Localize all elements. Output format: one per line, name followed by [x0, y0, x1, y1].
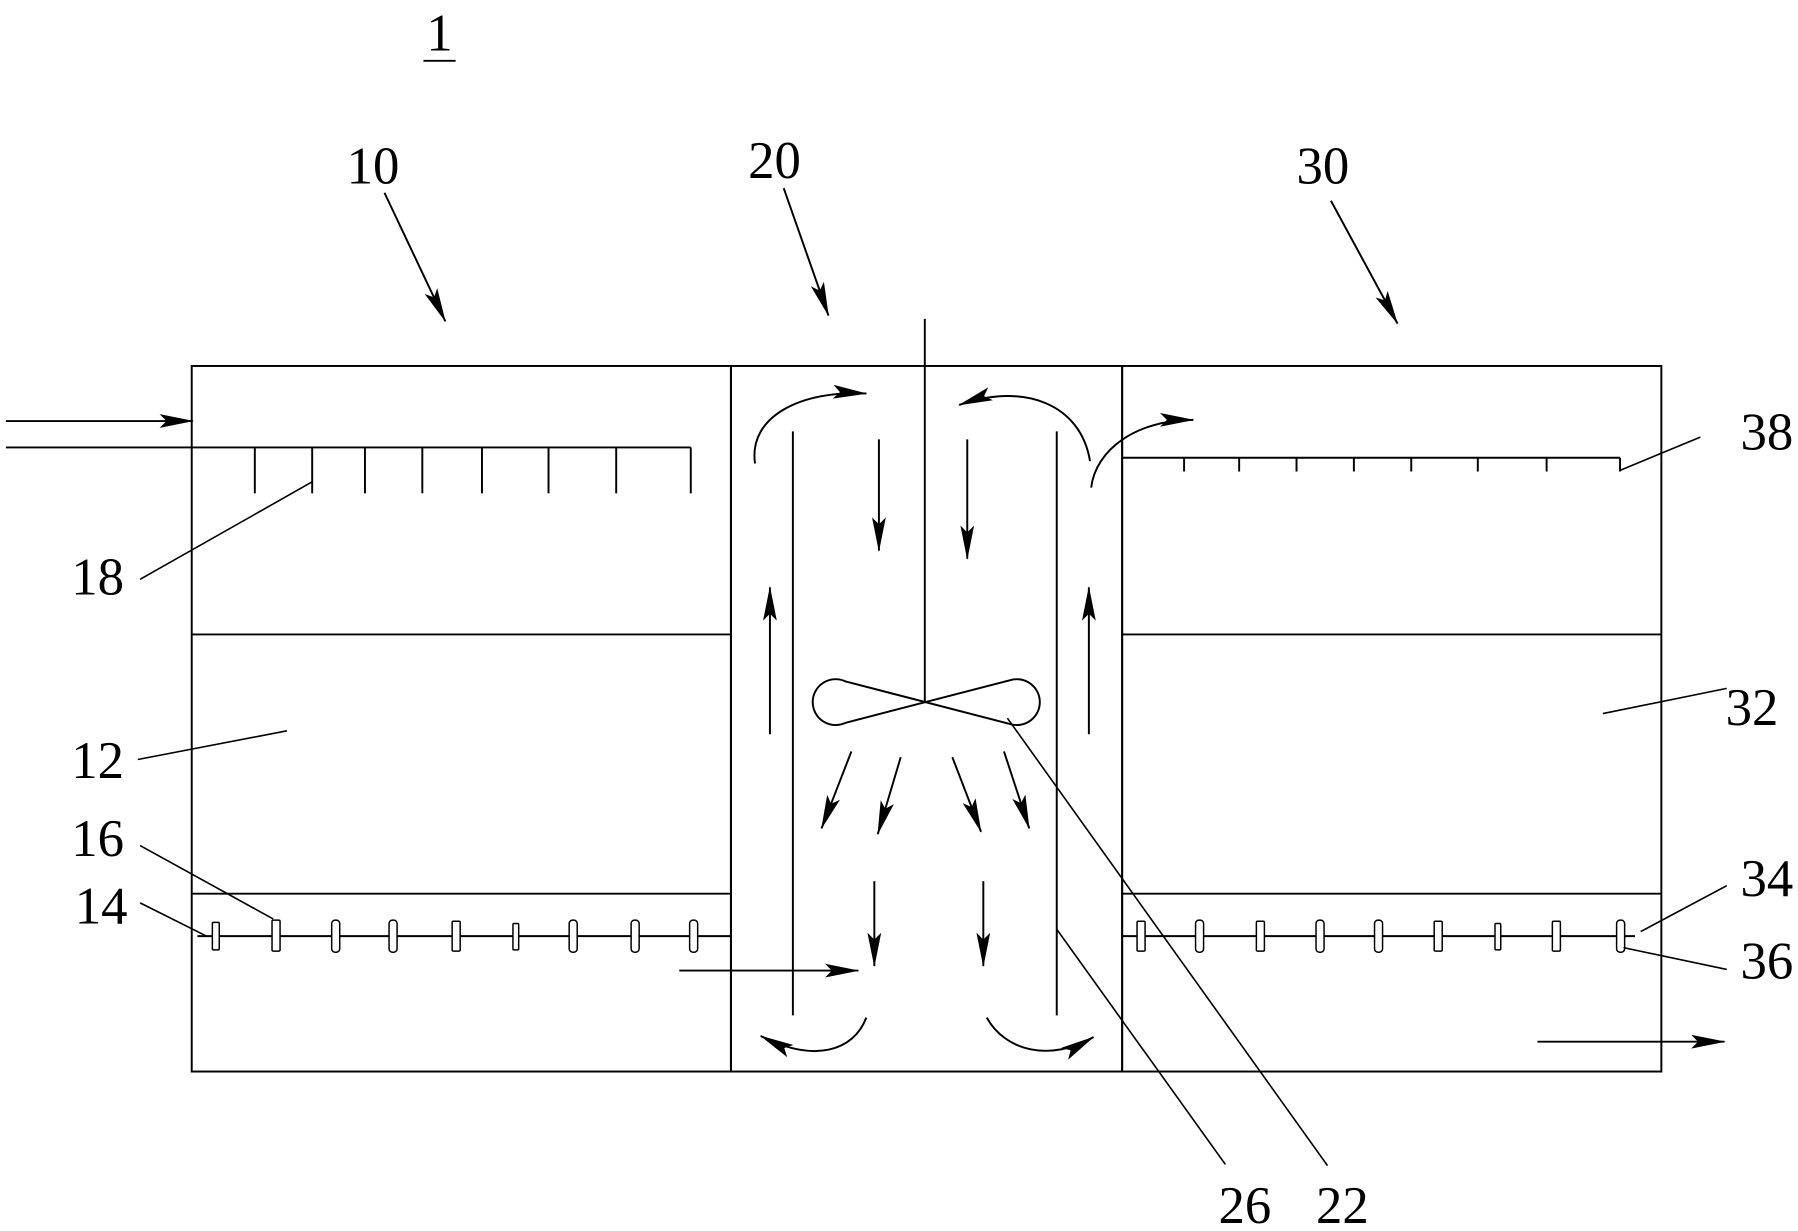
reference-numeral-12: 12 — [71, 732, 124, 790]
diffuser — [1494, 922, 1502, 951]
diffuser — [388, 919, 398, 953]
diffuser — [1615, 919, 1626, 953]
flow-arrow-bottom-right-curve — [985, 1017, 1095, 1060]
diffuser — [1315, 919, 1325, 953]
diffuser — [1255, 920, 1266, 952]
flow-arrow-diagonal — [1003, 751, 1031, 830]
diffuser — [1136, 920, 1146, 952]
pointer-arrow-10 — [383, 192, 447, 323]
leader-line-22 — [1006, 717, 1329, 1167]
reference-numeral-30: 30 — [1297, 138, 1350, 196]
diffuser — [1373, 919, 1384, 953]
reference-numeral-34: 34 — [1741, 850, 1794, 908]
diffuser — [512, 922, 520, 951]
leader-line-26 — [1056, 928, 1227, 1165]
flow-arrow-diagonal — [820, 751, 853, 830]
reference-numeral-32: 32 — [1726, 679, 1779, 737]
diffuser — [211, 921, 220, 951]
flow-arrow-bottom-left-curve — [759, 1017, 868, 1058]
diffuser — [630, 919, 640, 953]
leader-line-12 — [137, 730, 288, 761]
figure-number: 1 — [426, 4, 452, 62]
reference-numeral-10: 10 — [347, 138, 400, 196]
leader-line-14 — [139, 902, 207, 937]
right-diffusers — [1136, 919, 1626, 953]
reference-numeral-26: 26 — [1219, 1177, 1272, 1231]
reference-numeral-14: 14 — [75, 878, 128, 936]
reference-numeral-16: 16 — [71, 810, 124, 868]
leader-line-36 — [1623, 946, 1727, 971]
right-tank — [1121, 364, 1663, 1073]
diffuser — [688, 919, 699, 953]
pointer-arrow-30 — [1330, 200, 1399, 325]
leader-line-18 — [139, 481, 313, 581]
diffuser — [1194, 919, 1205, 953]
diffuser — [1551, 920, 1562, 952]
flow-arrow-top-right-curve — [958, 387, 1091, 462]
flow-arrow-top-left-curve — [753, 384, 868, 464]
left-distribution-pipe-branches — [253, 447, 692, 494]
reference-numeral-38: 38 — [1741, 404, 1794, 462]
pointer-arrow-20 — [782, 187, 830, 317]
impeller — [811, 678, 1041, 727]
middle-tank — [729, 364, 1124, 1073]
diffuser — [1433, 920, 1443, 952]
left-diffusers — [211, 919, 699, 953]
flow-arrow-diagonal — [876, 756, 902, 836]
right-collection-pipe-branches — [1183, 457, 1622, 472]
diffuser — [568, 919, 578, 953]
leader-line-32 — [1602, 687, 1727, 715]
reference-numeral-18: 18 — [71, 548, 124, 606]
left-tank — [190, 364, 732, 1073]
diffuser — [330, 919, 341, 953]
leader-line-38 — [1619, 436, 1701, 472]
reference-numeral-20: 20 — [748, 132, 801, 190]
diffuser — [271, 919, 281, 952]
flow-arrow-overflow-curve — [1090, 413, 1195, 488]
leader-line-34 — [1640, 884, 1728, 933]
diffuser — [451, 920, 461, 952]
reference-numeral-22: 22 — [1316, 1177, 1369, 1231]
flow-arrow-diagonal — [951, 756, 982, 833]
leader-line-16 — [139, 844, 274, 920]
reference-numeral-36: 36 — [1741, 933, 1794, 991]
